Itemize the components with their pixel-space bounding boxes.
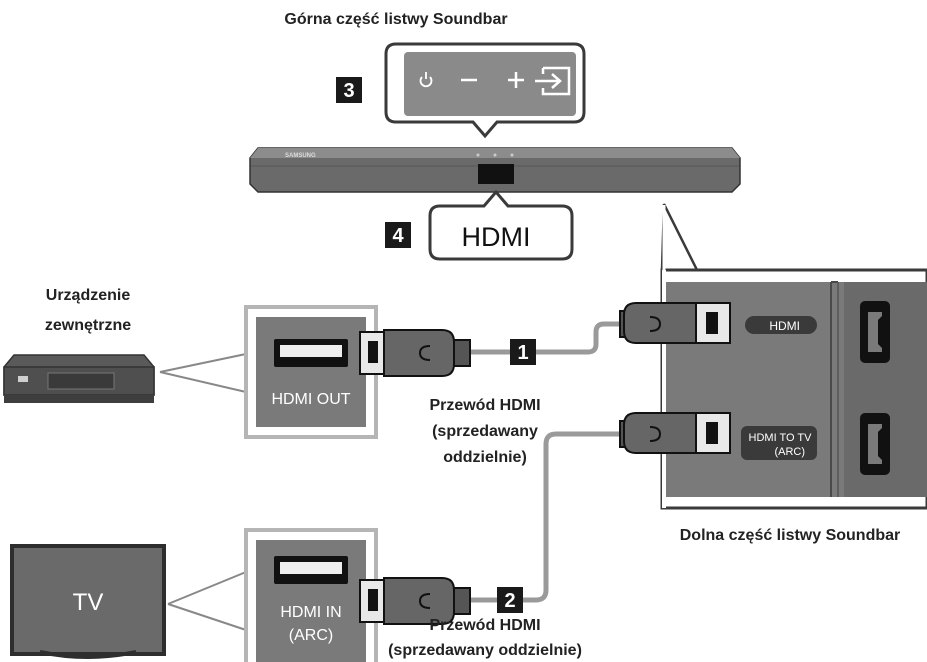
cable-1-label-2: (sprzedawany: [432, 423, 538, 440]
tv-icon: TV: [10, 544, 166, 659]
tv-screen-label: TV: [73, 589, 104, 616]
top-panel-title: Górna część listwy Soundbar: [284, 11, 507, 28]
cable-1-plug-right: [619, 302, 731, 344]
external-device-icon: [3, 354, 155, 403]
soundbar-brand: SAMSUNG: [285, 153, 316, 159]
cable-1-label-1: Przewód HDMI: [429, 397, 540, 414]
cable-2-plug-right: [619, 412, 731, 454]
port-label-hdmi-to-tv-badge: [741, 426, 817, 460]
port-label-arc: (ARC): [774, 446, 805, 458]
cable-2-plug-left: [359, 577, 471, 625]
hdmi-window-label: HDMI: [462, 222, 531, 252]
cable-2-label-1: Przewód HDMI: [429, 617, 540, 634]
callout-badge-3: [336, 77, 362, 103]
callout-badge-4-number: 4: [392, 225, 404, 247]
soundbar-bottom-zoom: HDMI HDMI TO TV (ARC): [660, 203, 927, 510]
cable-2-label-2: (sprzedawany oddzielnie): [388, 642, 582, 659]
hdmi-in-arc-label: (ARC): [289, 627, 333, 644]
callout-badge-4: [385, 222, 411, 248]
cable-1-badge: [510, 339, 536, 365]
soundbar-display: [478, 164, 514, 184]
tv-port-zoom: HDMI IN (ARC): [244, 528, 378, 662]
external-device-port-zoom: HDMI OUT: [244, 305, 378, 439]
callout-badge-3-number: 3: [343, 80, 354, 102]
cable-1-plug-left: [359, 329, 471, 377]
port-label-hdmi-to-tv: HDMI TO TV: [749, 432, 813, 444]
cable-2-number: 2: [504, 590, 515, 612]
power-icon: [419, 72, 433, 88]
source-input-icon: [535, 66, 571, 96]
hdmi-cable-2: 2: [359, 412, 731, 625]
soundbar-hdmi-port-1: [860, 301, 890, 363]
port-label-hdmi: HDMI: [769, 319, 800, 333]
cable-1-label-3: oddzielnie): [443, 449, 527, 466]
volume-up-icon: [508, 72, 524, 88]
external-device-label-1: Urządzenie: [46, 287, 131, 304]
top-buttons-panel: [404, 52, 576, 116]
hdmi-out-label: HDMI OUT: [271, 391, 350, 408]
bottom-panel-title: Dolna część listwy Soundbar: [680, 527, 901, 544]
external-device-label-2: zewnętrzne: [45, 317, 131, 334]
soundbar: SAMSUNG: [249, 147, 741, 193]
hdmi-cable-1: 1: [359, 302, 731, 377]
port-label-hdmi-badge: [745, 316, 817, 334]
cable-1-number: 1: [517, 342, 528, 364]
top-buttons-callout: [384, 42, 586, 139]
cable-2-badge: [497, 587, 523, 613]
soundbar-hdmi-port-2: [860, 413, 890, 475]
hdmi-window-callout: HDMI: [428, 189, 574, 261]
hdmi-in-label: HDMI IN: [280, 604, 341, 621]
